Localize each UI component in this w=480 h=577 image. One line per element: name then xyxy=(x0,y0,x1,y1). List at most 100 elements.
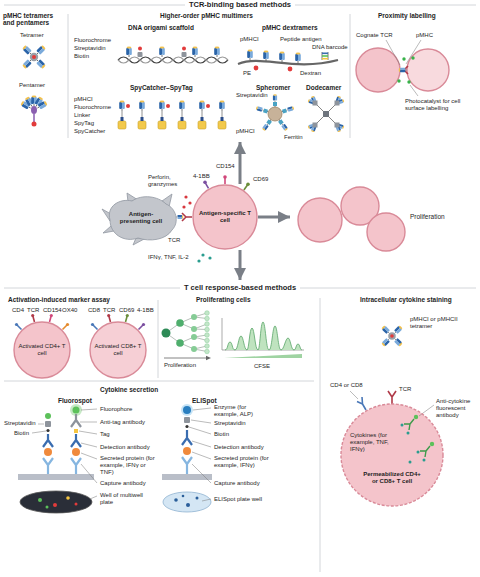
spycatcher-drawing xyxy=(199,101,205,111)
dodecamer-drawing xyxy=(315,103,337,125)
part-label: 4-1BB xyxy=(137,307,154,314)
section-heading: Higher-order pMHC multimers xyxy=(160,12,253,19)
proliferation-tree xyxy=(205,349,210,354)
separator-line xyxy=(4,5,476,572)
activation-marker-drawing xyxy=(66,323,69,326)
proximity-labelling-drawing xyxy=(407,80,410,83)
spycatcher-drawing xyxy=(179,101,185,111)
cfse-histogram xyxy=(222,318,223,350)
dodecamer-drawing xyxy=(335,123,340,128)
elispot-drawing xyxy=(183,447,191,455)
cfse-histogram xyxy=(225,322,302,350)
fluorospot-drawing xyxy=(32,409,97,499)
proliferation-tree xyxy=(164,358,207,359)
part-label: Tag xyxy=(100,431,110,438)
part-label: Anti-cytokine fluorescent antibody xyxy=(436,398,476,419)
fluorospot-drawing xyxy=(44,448,52,456)
elispot-drawing xyxy=(191,420,211,423)
section-heading: pMHC tetramers and pentamers xyxy=(3,12,65,27)
synapse-detail xyxy=(223,175,227,179)
proximity-labelling-drawing xyxy=(402,57,405,60)
elispot-drawing xyxy=(182,495,185,498)
elispot-drawing xyxy=(185,425,188,428)
dodecamer-drawing xyxy=(313,123,318,128)
intracellular-staining-drawing xyxy=(401,424,404,427)
pentamer-drawing xyxy=(32,122,37,127)
fluorospot-drawing xyxy=(43,434,53,447)
fluorospot-drawing xyxy=(74,429,78,433)
separator-line xyxy=(350,14,351,138)
spheromer-drawing xyxy=(262,122,270,131)
section-title: T cell response-based methods xyxy=(180,283,300,292)
spheromer-drawing xyxy=(273,94,277,102)
fluorospot-drawing xyxy=(46,429,49,432)
spycatcher-drawing xyxy=(119,101,125,111)
fluorospot-drawing xyxy=(71,414,81,427)
fluorospot-drawing xyxy=(71,458,81,474)
spycatcher-drawing xyxy=(218,121,226,129)
part-label: Secreted protein (for example, IFNγ or T… xyxy=(100,455,156,476)
part-label: Streptavidin xyxy=(236,92,268,99)
part-label: TCR xyxy=(168,237,180,244)
elispot-drawing xyxy=(182,430,192,445)
dna-origami-drawing xyxy=(118,57,228,63)
fluorospot-drawing xyxy=(71,434,81,447)
part-label: CD69 xyxy=(119,307,134,314)
proliferation-tree xyxy=(205,311,210,316)
section-panel: T cell response-based methods xyxy=(0,280,480,577)
synapse-detail xyxy=(182,205,185,208)
part-label: Fluorochrome xyxy=(74,104,111,111)
part-label: Enzyme (for example, ALP) xyxy=(214,404,272,418)
part-label: Pentamer xyxy=(19,82,45,89)
part-label: Biotin xyxy=(14,430,29,437)
part-label: Anti-tag antibody xyxy=(100,419,145,426)
separator-line xyxy=(158,300,159,378)
part-label: Detection antibody xyxy=(100,444,150,451)
part-label: pMHCI or pMHCII tetramer xyxy=(410,316,468,330)
intracellular-staining-drawing xyxy=(417,451,420,454)
synapse-detail xyxy=(197,259,200,262)
activation-marker-drawing xyxy=(50,314,53,317)
intracellular-staining-drawing xyxy=(381,325,403,347)
spycatcher-drawing xyxy=(178,121,186,129)
part-label: Capture antibody xyxy=(214,480,260,487)
part-label: Dextran xyxy=(300,70,321,77)
dextramer-drawing xyxy=(322,55,328,57)
section-heading: Proliferating cells xyxy=(196,296,251,303)
dna-origami-drawing xyxy=(182,52,187,57)
spycatcher-drawing xyxy=(201,117,204,121)
part-label: pMHCI xyxy=(74,96,93,103)
spheromer-drawing xyxy=(273,94,277,107)
dna-origami-drawing xyxy=(138,52,143,57)
dna-origami-drawing xyxy=(126,47,132,57)
fluorospot-drawing xyxy=(81,453,97,459)
elispot-drawing xyxy=(193,408,211,410)
proliferating-cells-outline xyxy=(367,213,405,251)
section-heading: Proximity labelling xyxy=(378,12,436,19)
proliferation-tree xyxy=(205,327,210,332)
part-label: Streptavidin xyxy=(74,45,106,52)
spycatcher-drawing xyxy=(142,111,143,117)
permeabilized-cell-outline xyxy=(340,403,444,507)
spycatcher-drawing xyxy=(202,111,203,117)
spycatcher-drawing xyxy=(222,111,223,117)
part-label: TCR xyxy=(103,307,115,314)
part-label: Streptavidin xyxy=(4,420,36,427)
fluorospot-drawing xyxy=(75,503,78,506)
proliferation-tree xyxy=(205,322,210,327)
fluorospot-drawing xyxy=(81,464,97,483)
part-label: CD4 or CD8 xyxy=(330,382,363,389)
activation-marker-drawing xyxy=(15,323,18,326)
part-label: PE xyxy=(243,70,251,77)
elispot-drawing xyxy=(186,503,190,507)
spheromer-drawing xyxy=(286,106,295,112)
spycatcher-drawing xyxy=(158,121,166,129)
spycatcher-drawing xyxy=(159,101,165,111)
intracellular-staining-drawing xyxy=(430,442,434,446)
separator-line xyxy=(68,14,69,138)
proliferation-tree xyxy=(205,333,210,338)
activated-cd4-cell-outline xyxy=(14,322,70,378)
intracellular-staining-drawing xyxy=(404,419,414,430)
part-label: SpyCatcher xyxy=(74,128,105,135)
